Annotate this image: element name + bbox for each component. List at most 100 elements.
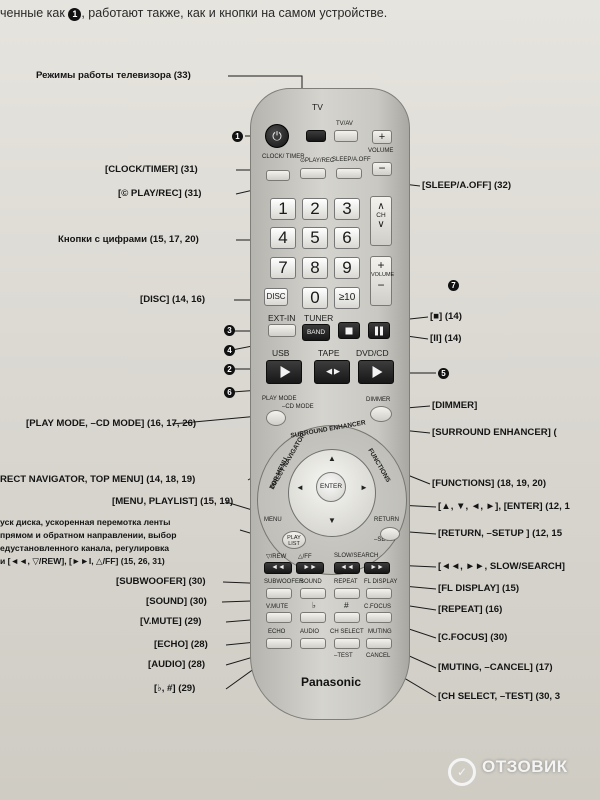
tv-label: TV	[312, 102, 323, 112]
tvav-button[interactable]	[334, 130, 358, 142]
ch-select-button[interactable]	[334, 638, 360, 649]
play-rec-button[interactable]	[300, 168, 326, 179]
play-rec-label: ⊙PLAY/REC	[300, 158, 335, 164]
channel-rocker[interactable]: ∧ CH ∨	[370, 196, 392, 246]
play-mode-label: PLAY MODE	[262, 396, 297, 402]
flat-button[interactable]	[300, 612, 326, 623]
muting-button[interactable]	[366, 638, 392, 649]
sharp-button[interactable]	[334, 612, 360, 623]
enter-button[interactable]: ENTER	[316, 472, 346, 502]
key-4[interactable]: 4	[270, 227, 296, 249]
pause-icon	[375, 326, 383, 335]
tape-play-icon: ◄►	[324, 366, 342, 378]
fl-display-label: FL DISPLAY	[364, 579, 398, 585]
key-1[interactable]: 1	[270, 198, 296, 220]
down-arrow-icon[interactable]: ▼	[328, 516, 336, 525]
slow-search-label: SLOW/SEARCH	[334, 553, 379, 559]
dimmer-button[interactable]	[370, 406, 392, 422]
return-label: RETURN	[374, 517, 399, 523]
marker-3-icon: 3	[224, 325, 235, 336]
menu-label: MENU	[264, 517, 282, 523]
ff-button[interactable]: ►►	[296, 562, 324, 574]
marker-4-icon: 4	[224, 345, 235, 356]
label-sound: [SOUND] (30)	[146, 596, 207, 607]
repeat-button[interactable]	[334, 588, 360, 599]
ext-in-button[interactable]	[268, 324, 296, 337]
label-vmute: [V.MUTE] (29)	[140, 616, 202, 627]
clock-timer-label: CLOCK/ TIMER	[262, 154, 305, 160]
usb-play-button[interactable]	[266, 360, 302, 384]
panasonic-logo: Panasonic	[300, 675, 362, 689]
dvd-cd-play-icon	[372, 366, 383, 378]
sound-button[interactable]	[300, 588, 326, 599]
label-search-desc-2: прямом и обратном направлении, выбор	[0, 530, 177, 540]
fl-display-button[interactable]	[366, 588, 392, 599]
key-0[interactable]: 0	[302, 287, 328, 309]
label-functions: [FUNCTIONS] (18, 19, 20)	[432, 478, 547, 489]
label-pause: [II] (14)	[430, 333, 462, 344]
sharp-label: #	[344, 600, 349, 610]
search-back-button[interactable]: ◄◄	[334, 562, 360, 574]
key-3[interactable]: 3	[334, 198, 360, 220]
pause-button[interactable]	[368, 322, 390, 339]
audio-button[interactable]	[300, 638, 326, 649]
marker-6-icon: 6	[224, 387, 235, 398]
repeat-label: REPEAT	[334, 579, 358, 585]
power-button-icon[interactable]: ⏻	[265, 124, 289, 148]
c-focus-button[interactable]	[366, 612, 392, 623]
clock-timer-button[interactable]	[266, 170, 290, 181]
label-sleep: [SLEEP/A.OFF] (32)	[422, 180, 512, 191]
search-forward-button[interactable]: ►►	[364, 562, 390, 574]
dvd-cd-play-button[interactable]	[358, 360, 394, 384]
key-8[interactable]: 8	[302, 257, 328, 279]
dimmer-label: DIMMER	[366, 397, 391, 403]
key-10-plus[interactable]: ≥10	[334, 287, 360, 309]
tv-volume-up-button[interactable]: +	[372, 130, 392, 144]
marker-2-icon: 2	[224, 364, 235, 375]
left-arrow-icon[interactable]: ◄	[296, 483, 304, 492]
otzovik-logo-icon: ✓	[448, 758, 476, 786]
flat-label: ♭	[312, 600, 317, 610]
key-7[interactable]: 7	[270, 257, 296, 279]
volume-rocker[interactable]: + VOLUME −	[370, 256, 395, 306]
fast-rewind-icon: ◄◄	[340, 564, 354, 571]
label-c-focus: [C.FOCUS] (30)	[438, 632, 508, 643]
subwoofer-button[interactable]	[266, 588, 292, 599]
vmute-button[interactable]	[266, 612, 292, 623]
usb-label: USB	[272, 348, 290, 358]
tv-power-button[interactable]	[306, 130, 326, 142]
play-list-button[interactable]: PLAY LIST	[282, 531, 306, 549]
label-search-desc-3: едустановленного канала, регулировка	[0, 543, 170, 553]
band-button[interactable]: BAND	[302, 324, 330, 341]
label-stop: [■] (14)	[430, 311, 462, 322]
cd-mode-label: –CD MODE	[282, 404, 314, 410]
header-suffix: , работают также, как и кнопки на самом …	[81, 6, 388, 20]
up-arrow-icon[interactable]: ▲	[328, 454, 336, 463]
right-arrow-icon[interactable]: ►	[360, 483, 368, 492]
key-6[interactable]: 6	[334, 227, 360, 249]
rew-button[interactable]: ◄◄	[264, 562, 292, 574]
key-9[interactable]: 9	[334, 257, 360, 279]
play-mode-button[interactable]	[266, 410, 286, 426]
echo-button[interactable]	[266, 638, 292, 649]
volume-label: VOLUME	[371, 272, 395, 278]
key-2[interactable]: 2	[302, 198, 328, 220]
audio-label: AUDIO	[300, 629, 320, 635]
tvav-label: TV/AV	[336, 121, 353, 127]
marker-1-icon: 1	[232, 131, 243, 142]
return-button[interactable]	[380, 527, 400, 541]
stop-button[interactable]	[338, 322, 360, 339]
label-disc: [DISC] (14, 16)	[140, 294, 206, 305]
tape-label: TAPE	[318, 348, 340, 358]
tv-volume-down-button[interactable]: −	[372, 162, 392, 176]
cancel-label: CANCEL	[366, 653, 391, 659]
marker-5-icon: 5	[438, 368, 449, 379]
rew-label: ▽/REW	[266, 554, 287, 560]
key-5[interactable]: 5	[302, 227, 328, 249]
ff-label: △/FF	[298, 554, 312, 560]
tape-play-button[interactable]: ◄►	[314, 360, 350, 384]
sleep-aoff-button[interactable]	[336, 168, 362, 179]
volume-up-icon: +	[377, 258, 385, 272]
disc-button[interactable]: DISC	[264, 288, 288, 306]
label-muting: [MUTING, –CANCEL] (17)	[438, 662, 553, 673]
